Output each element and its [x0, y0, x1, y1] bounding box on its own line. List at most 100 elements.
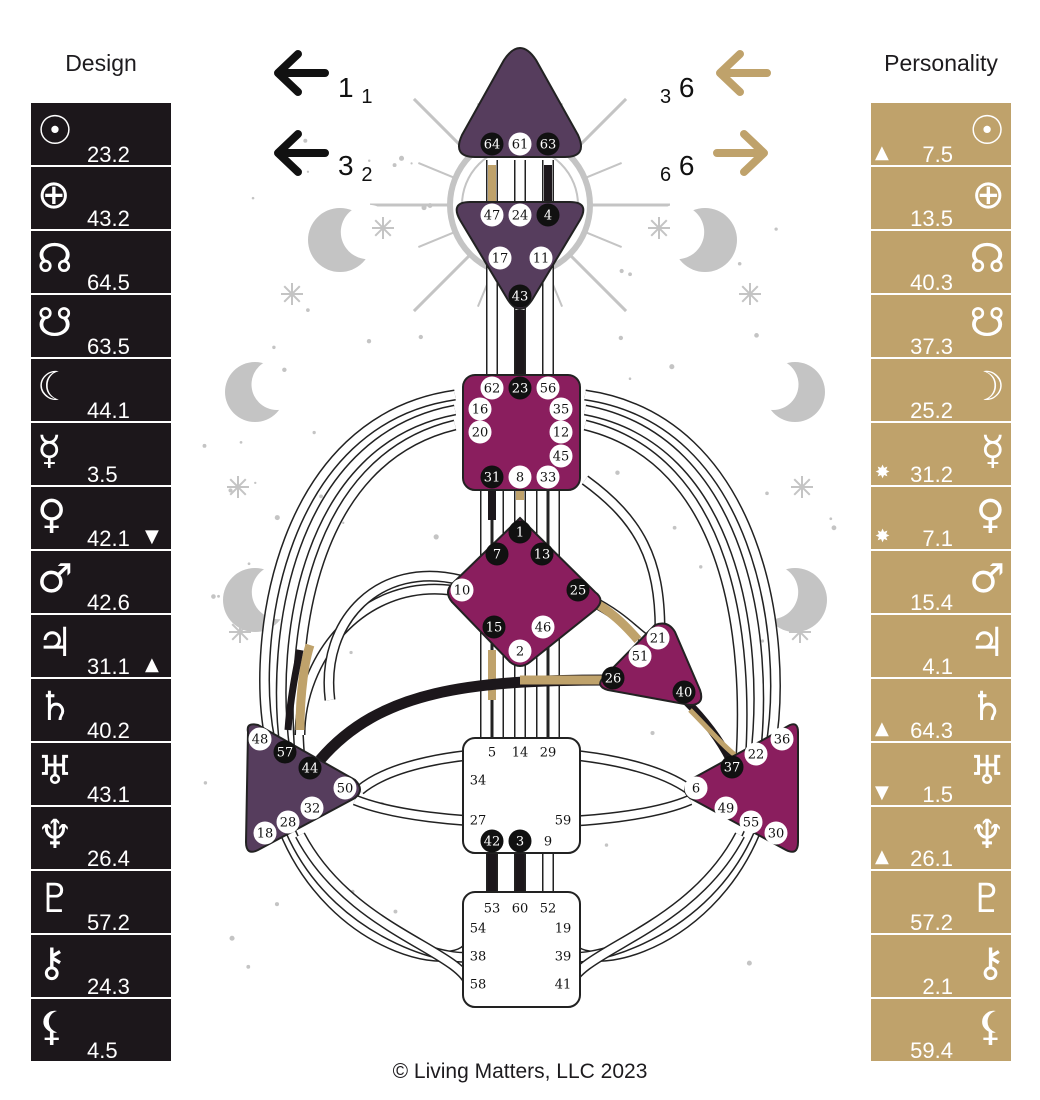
- dust-dot: [274, 515, 280, 521]
- sun-icon: ☉: [969, 108, 1005, 154]
- gate-circle-63: [536, 132, 560, 156]
- dust-dot: [418, 334, 423, 340]
- sun-ray: [568, 253, 628, 313]
- saturn-icon: ♄: [37, 684, 73, 730]
- star-icon: [229, 621, 251, 643]
- lilith-icon: ⚸: [37, 1004, 67, 1050]
- sun-ray: [584, 230, 623, 249]
- north-node-icon: ☊: [37, 236, 73, 282]
- row-divider: [871, 357, 1011, 359]
- channel-57-10-design: [284, 649, 304, 731]
- gate-label-11: 11: [533, 252, 550, 267]
- gate-circle-25: [566, 578, 590, 602]
- moon-icon-left-top: [308, 204, 396, 272]
- chiron-icon: ⚷: [975, 940, 1005, 986]
- gate-label-58: 58: [470, 978, 487, 993]
- row-divider: [31, 293, 171, 295]
- gate-circle-49: [714, 796, 738, 820]
- personality-row-mercury: ☿31.2✸: [871, 423, 1011, 487]
- personality-value: 1.5: [922, 782, 953, 807]
- gate-circle-13: [530, 542, 554, 566]
- gate-label-43: 43: [512, 290, 529, 305]
- channel-fill: [582, 476, 664, 631]
- star-icon: [227, 476, 249, 498]
- dust-dot: [239, 440, 243, 444]
- gate-label-4: 4: [544, 209, 552, 224]
- design-row-earth: ⊕43.2: [31, 167, 171, 231]
- dust-dot: [618, 335, 624, 341]
- gate-circle-15: [482, 615, 506, 639]
- design-bottom-small: 2: [361, 164, 373, 186]
- star-ray: [231, 623, 249, 641]
- gate-circle-18: [253, 821, 277, 845]
- dust-dot: [604, 843, 609, 847]
- personality-value: 13.5: [910, 206, 953, 231]
- gate-circle-42: [480, 829, 504, 853]
- gate-label-3: 3: [516, 835, 524, 850]
- channel-fill: [260, 391, 456, 741]
- dust-dot: [392, 163, 397, 168]
- design-column: ☉23.2⊕43.2☊64.5☋63.5☾44.1☿3.5♀42.1▼♂42.6…: [31, 103, 171, 1063]
- gate-label-53: 53: [484, 902, 501, 917]
- design-top-arrow-icon: [274, 50, 329, 96]
- moon-icon-left-mid: [225, 359, 303, 422]
- design-row-venus: ♀42.1▼: [31, 487, 171, 551]
- design-bottom-arrow-icon: [274, 130, 329, 176]
- design-row-mars: ♂42.6: [31, 551, 171, 615]
- gate-label-38: 38: [470, 950, 487, 965]
- personality-value: 4.1: [922, 654, 953, 679]
- gate-circle-10: [450, 578, 474, 602]
- gate-label-59: 59: [555, 814, 572, 829]
- personality-fixing-mark: ✸: [875, 462, 891, 483]
- gate-label-52: 52: [540, 902, 557, 917]
- dust-dot: [628, 272, 632, 277]
- neptune-icon: ♆: [37, 812, 73, 858]
- row-divider: [31, 805, 171, 807]
- mercury-icon: ☿: [37, 428, 62, 474]
- gate-circle-24: [508, 203, 532, 227]
- dust-dot: [615, 470, 620, 475]
- sun-ray: [412, 253, 472, 313]
- dust-dot: [254, 481, 257, 485]
- gate-circle-1: [508, 520, 532, 544]
- design-row-neptune: ♆ 26.4: [31, 807, 171, 871]
- personality-row-earth: ⊕ 13.5: [871, 167, 1011, 231]
- gate-label-14: 14: [512, 746, 529, 761]
- gate-label-60: 60: [512, 902, 529, 917]
- centers: [245, 47, 799, 1008]
- dust-dot: [229, 935, 235, 941]
- star-icon: [281, 283, 303, 305]
- personality-fixing-mark: ▲: [875, 718, 889, 739]
- gate-label-39: 39: [555, 950, 572, 965]
- design-value: 42.1: [87, 526, 130, 551]
- gate-label-2: 2: [516, 645, 524, 660]
- personality-row-lilith: ⚸59.4: [871, 999, 1011, 1063]
- gate-circle-20: [468, 420, 492, 444]
- row-divider: [31, 869, 171, 871]
- gate-label-10: 10: [454, 584, 471, 599]
- pluto-icon: ♇: [969, 876, 1005, 922]
- channel-fill: [584, 421, 747, 771]
- design-value: 26.4: [87, 846, 130, 871]
- dust-dot: [669, 364, 675, 370]
- design-row-chiron: ⚷24.3: [31, 935, 171, 999]
- earth-icon: ⊕: [971, 172, 1005, 218]
- channel-fill: [296, 833, 474, 987]
- gate-label-25: 25: [570, 584, 587, 599]
- row-divider: [871, 677, 1011, 679]
- dust-dot: [319, 494, 323, 499]
- sun-ray: [417, 161, 456, 180]
- gate-circle-43: [508, 284, 532, 308]
- design-row-sun: ☉23.2: [31, 103, 171, 167]
- row-divider: [31, 165, 171, 167]
- row-divider: [31, 1061, 171, 1063]
- dust-dot: [231, 375, 236, 380]
- moon-cutout: [251, 359, 303, 410]
- personality-bottom-variable: 6 6: [660, 150, 694, 187]
- dust-dot: [228, 488, 233, 493]
- design-value: 43.2: [87, 206, 130, 231]
- dust-dot: [203, 781, 208, 785]
- dust-dot: [368, 159, 371, 162]
- row-divider: [871, 997, 1011, 999]
- gate-circle-22: [744, 742, 768, 766]
